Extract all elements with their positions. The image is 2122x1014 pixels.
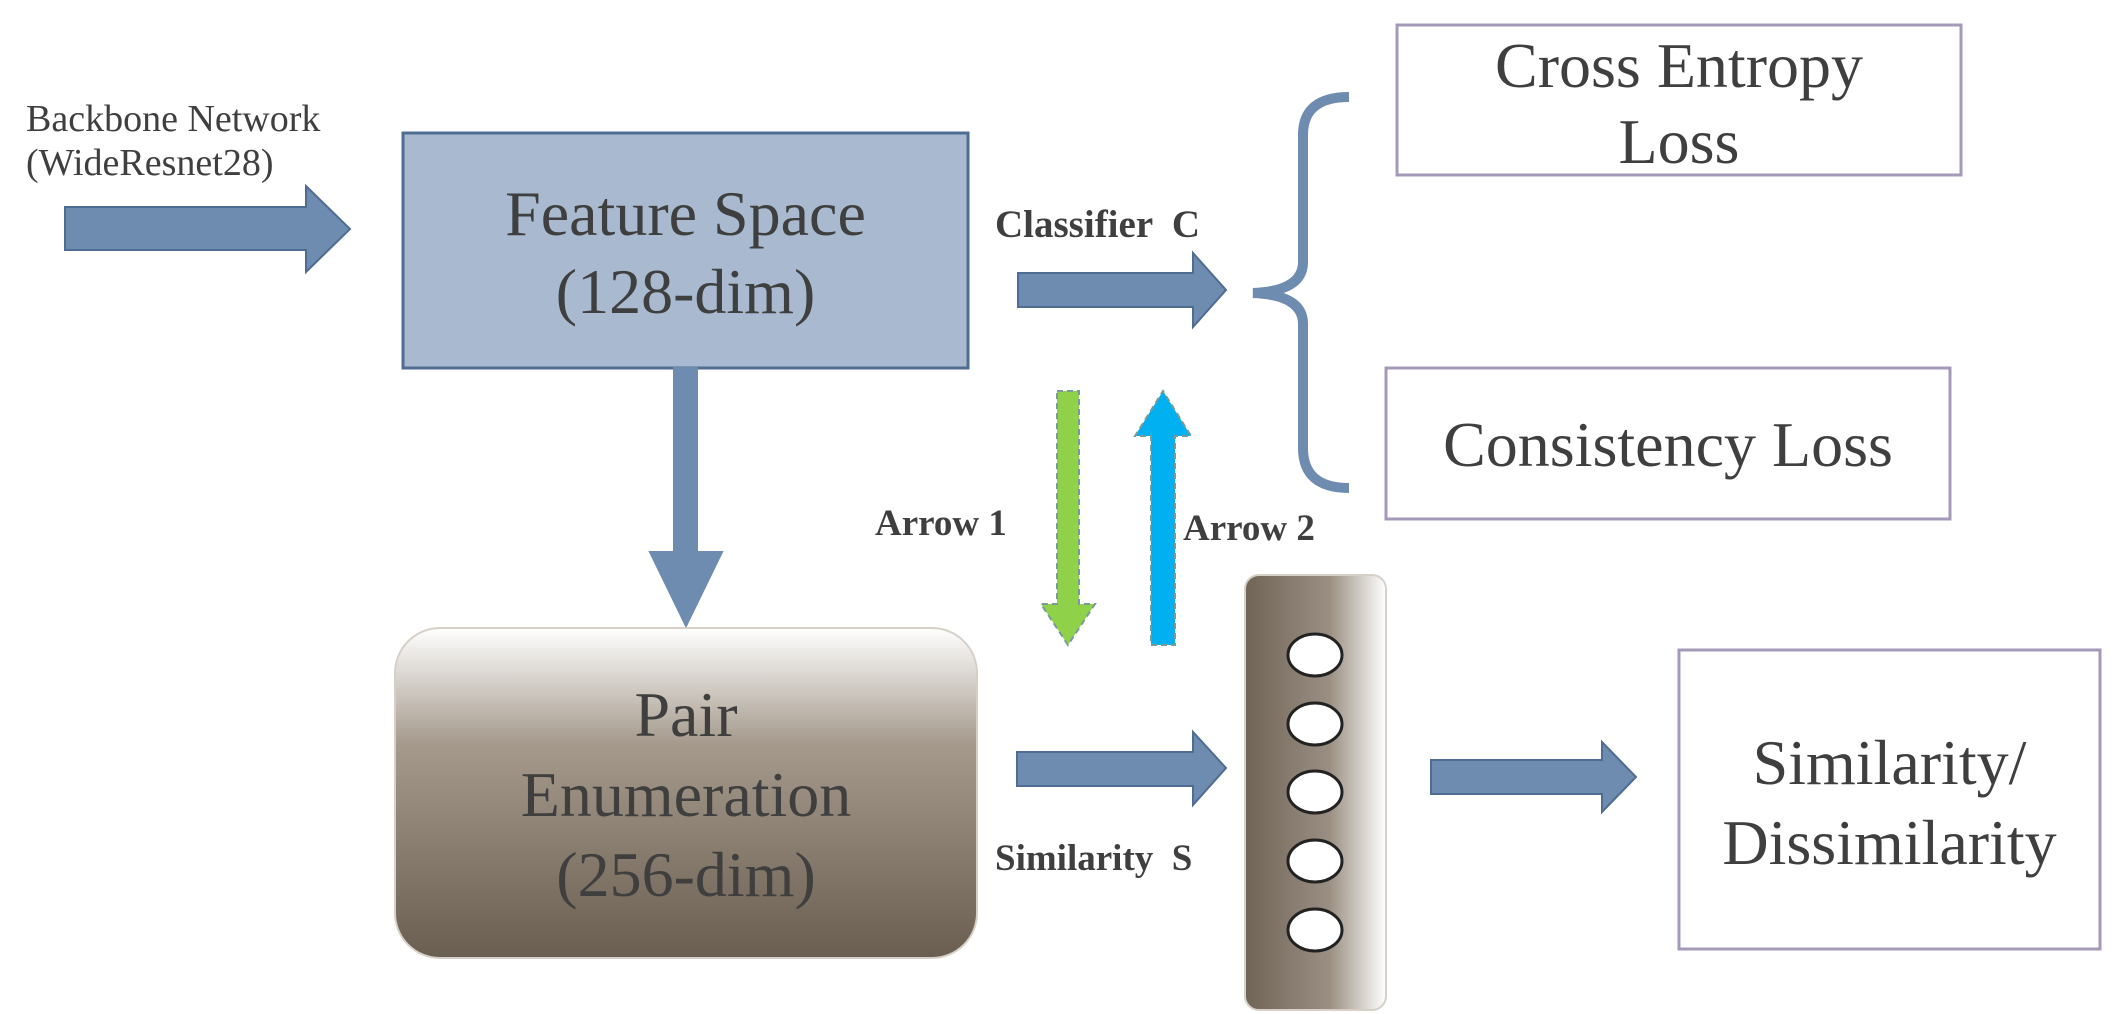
pair-enumeration-line3: (256-dim) [556,839,816,910]
consistency-loss-text: Consistency Loss [1443,409,1893,480]
pair-enumeration-line1: Pair [634,679,738,750]
similarity-output-line1: Similarity/ [1752,727,2027,798]
cross-entropy-box [1395,23,1963,177]
similarity-label: Similarity S [995,838,1193,879]
feature-space-text: Feature Space (128-dim) [403,175,968,331]
classifier-arrow [1017,250,1228,330]
arrow-1-shape [1039,390,1097,647]
node-circle [1286,701,1344,747]
feature-space-line1: Feature Space [505,178,866,249]
backbone-label: Backbone Network (WideResnet28) [26,100,320,182]
node-circle [1286,632,1344,678]
arrow-1-label: Arrow 1 [875,503,1007,544]
similarity-output-box [1677,648,2102,951]
node-circle [1286,838,1344,884]
output-arrow [1430,739,1638,815]
arrow-2-shape [1133,389,1193,646]
similarity-output-text: Similarity/ Dissimilarity [1679,723,2100,883]
consistency-loss-box [1384,366,1952,521]
cross-entropy-line2: Loss [1618,106,1740,177]
node-circle [1286,769,1344,815]
similarity-arrow [1016,729,1228,808]
feature-space-line2: (128-dim) [555,256,816,327]
node-circle [1286,907,1344,953]
cross-entropy-line1: Cross Entropy [1495,30,1863,101]
backbone-label-line1: Backbone Network [26,98,321,140]
feature-to-pair-arrow [648,367,724,629]
similarity-output-line2: Dissimilarity [1722,807,2057,878]
pair-enumeration-text: Pair Enumeration (256-dim) [395,675,977,915]
cross-entropy-text: Cross Entropy Loss [1397,28,1961,180]
classifier-label: Classifier C [995,203,1201,246]
feature-space-box [401,131,970,370]
loss-brace [1252,92,1350,493]
pair-enumeration-line2: Enumeration [520,759,852,830]
arrow-2-label: Arrow 2 [1183,508,1315,549]
backbone-label-line2: (WideResnet28) [26,142,274,184]
backbone-arrow [64,183,352,275]
pair-enumeration-box [394,627,978,959]
